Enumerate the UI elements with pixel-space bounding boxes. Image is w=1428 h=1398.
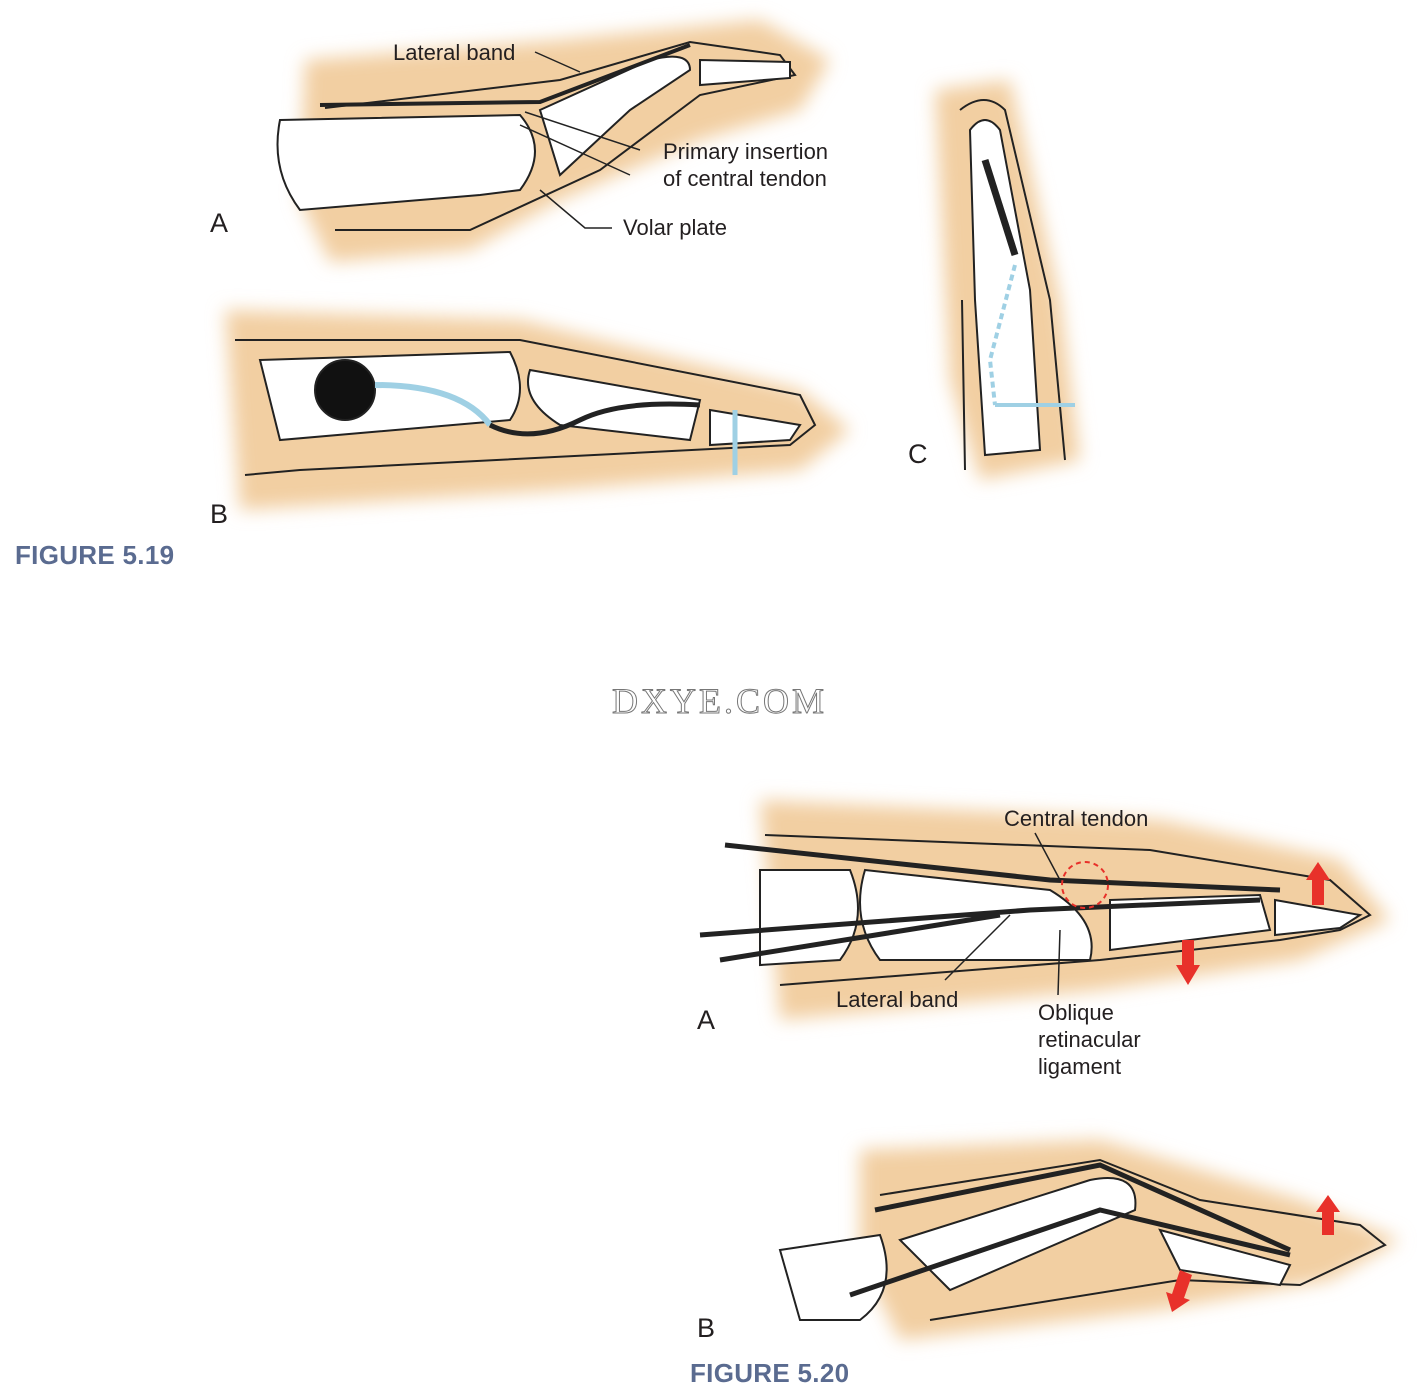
leader-lines (519, 51, 1061, 996)
arrow-down-icon (1166, 1270, 1192, 1312)
fig519b-dark-mass (314, 359, 376, 421)
fig520a-outline (764, 834, 1372, 986)
fig519c-tendon-dark (981, 158, 1019, 257)
label-ligament: ligament (1038, 1054, 1122, 1079)
fig520a-bone-dist (1109, 893, 1272, 952)
fig519b-tendon-blue (374, 382, 493, 427)
label-oblique: Oblique (1038, 1000, 1114, 1025)
label-primary-insertion-2: of central tendon (663, 166, 827, 191)
label-lateral-band: Lateral band (393, 40, 516, 65)
label-central-tendon: Central tendon (1004, 806, 1149, 831)
fig519c-tendon-blue (987, 264, 1017, 406)
fig519b-outline (235, 339, 817, 476)
fig520a-red-circle (1061, 861, 1109, 909)
fig520a-tendons (699, 842, 1281, 963)
figure-caption-5-19: FIGURE 5.19 (15, 540, 175, 570)
watermark: DXYE.COM (611, 681, 828, 722)
panel-label-b: B (210, 499, 229, 529)
outlines (235, 40, 1387, 1321)
fig520b-bone-prox (778, 1233, 888, 1321)
label-primary-insertion: Primary insertion (663, 139, 829, 164)
fig519a-outline (324, 40, 797, 231)
fig519c-outline (959, 99, 1066, 471)
arrow-down-icon (1176, 940, 1200, 985)
panel-label-a-520: A (697, 1005, 716, 1035)
fig520b-tendons (849, 1162, 1292, 1298)
panel-label-a: A (210, 208, 229, 238)
fig520a-tip (1274, 898, 1363, 937)
arrow-up-icon (1306, 862, 1330, 905)
fig520b-outline (879, 1158, 1387, 1321)
figure-caption-5-20: FIGURE 5.20 (690, 1358, 850, 1388)
fig519b-tendon-dark (488, 401, 701, 437)
fig520b-skin (860, 1140, 1400, 1340)
red-arrows (1166, 862, 1340, 1312)
label-volar-plate: Volar plate (623, 215, 727, 240)
label-retinacular: retinacular (1038, 1027, 1141, 1052)
fig519a-bone-proximal (276, 113, 536, 212)
fig519c-bones (968, 119, 1042, 457)
fig520b-bone-dist (1158, 1228, 1292, 1287)
fig519a-bone-distal (699, 58, 791, 87)
label-lateral-band-520: Lateral band (836, 987, 959, 1012)
arrow-up-icon (1316, 1195, 1340, 1235)
fig520b-bone-mid (898, 1177, 1137, 1292)
fig519a-tendon (319, 43, 691, 107)
panel-label-c: C (908, 439, 928, 469)
panel-label-b-520: B (697, 1313, 716, 1343)
